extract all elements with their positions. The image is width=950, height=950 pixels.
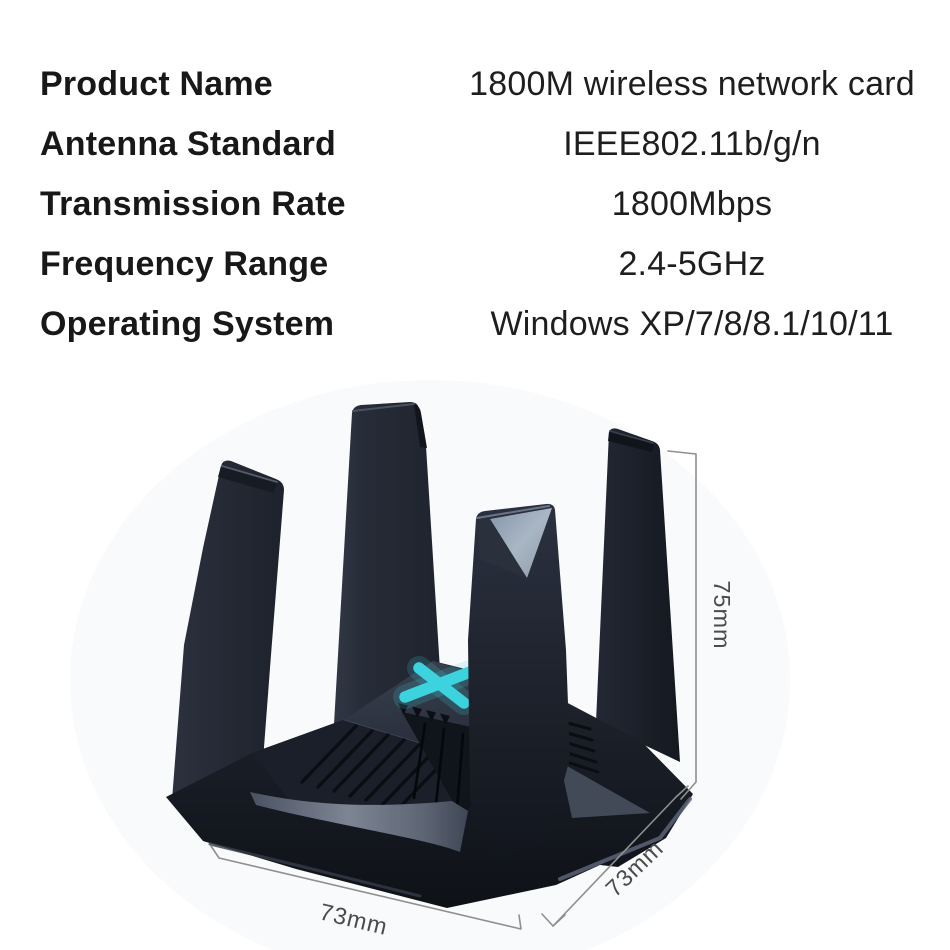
x-logo (393, 656, 482, 715)
spec-label-frequency-range: Frequency Range (40, 244, 329, 283)
spec-row: Product Name 1800M wireless network card (0, 54, 950, 114)
deck-teeth (398, 703, 450, 725)
antenna-back (334, 402, 442, 724)
antenna-front (468, 503, 570, 862)
spec-table: Product Name 1800M wireless network card… (0, 54, 950, 354)
spec-label-antenna-standard: Antenna Standard (40, 124, 337, 163)
antenna-left (172, 460, 284, 800)
dimension-width-line (210, 845, 522, 930)
spec-row: Operating System Windows XP/7/8/8.1/10/1… (0, 294, 950, 354)
spec-value-operating-system: Windows XP/7/8/8.1/10/11 (490, 304, 894, 343)
spec-label-operating-system: Operating System (40, 304, 335, 343)
dimension-height-line (667, 450, 697, 800)
spec-row: Antenna Standard IEEE802.11b/g/n (0, 114, 950, 174)
dimension-height-label: 75mm (709, 580, 735, 649)
spec-value-transmission-rate: 1800Mbps (611, 184, 773, 223)
spec-value-frequency-range: 2.4-5GHz (618, 244, 766, 283)
spec-row: Transmission Rate 1800Mbps (0, 174, 950, 234)
spec-value-antenna-standard: IEEE802.11b/g/n (563, 124, 821, 163)
spec-value-product-name: 1800M wireless network card (469, 64, 915, 103)
spec-label-transmission-rate: Transmission Rate (40, 184, 346, 223)
dimension-annotations (210, 450, 697, 930)
spec-row: Frequency Range 2.4-5GHz (0, 234, 950, 294)
spec-label-product-name: Product Name (40, 64, 273, 103)
right-facet (560, 762, 650, 818)
gloss-swoosh (250, 792, 468, 852)
antenna-right (596, 428, 680, 762)
